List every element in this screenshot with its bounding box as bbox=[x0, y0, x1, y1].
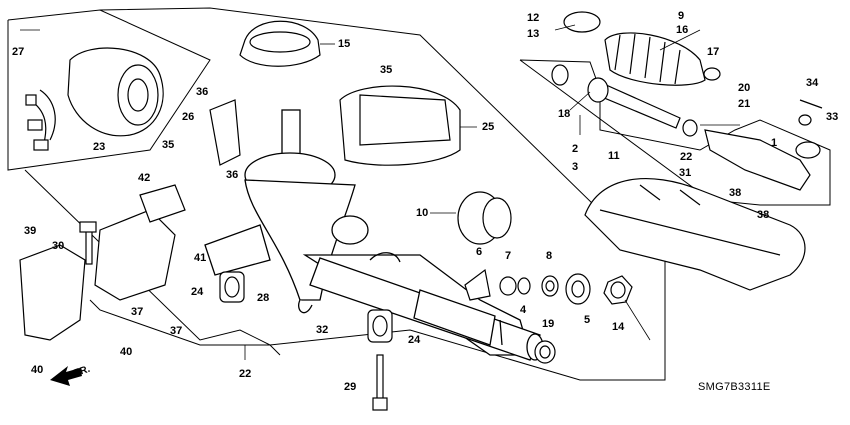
tie-rod-assembly bbox=[551, 11, 823, 191]
callout-33: 33 bbox=[826, 111, 839, 123]
callout-21: 21 bbox=[738, 98, 751, 110]
mount-brackets bbox=[19, 99, 241, 341]
callout-36a: 36 bbox=[196, 86, 209, 98]
callout-19: 19 bbox=[542, 318, 555, 330]
callout-28: 28 bbox=[257, 292, 270, 304]
callout-36b: 36 bbox=[226, 169, 239, 181]
callout-42: 42 bbox=[138, 172, 151, 184]
callout-35b: 35 bbox=[162, 139, 175, 151]
leader-lines bbox=[20, 24, 740, 360]
callout-14: 14 bbox=[612, 321, 625, 333]
callout-17: 17 bbox=[707, 46, 720, 58]
front-direction-arrow bbox=[50, 366, 82, 386]
callout-30: 30 bbox=[52, 240, 65, 252]
callout-24a: 24 bbox=[191, 286, 204, 298]
callout-29: 29 bbox=[344, 381, 357, 393]
callout-24b: 24 bbox=[408, 334, 421, 346]
callout-18: 18 bbox=[558, 108, 571, 120]
callout-39: 39 bbox=[24, 225, 37, 237]
callout-37b: 37 bbox=[170, 325, 183, 337]
callout-37a: 37 bbox=[131, 306, 144, 318]
callout-11: 11 bbox=[608, 150, 620, 162]
mount-bushings-24 bbox=[219, 271, 393, 343]
bolt-29 bbox=[372, 354, 388, 411]
heat-shield-11 bbox=[584, 177, 806, 291]
callout-15: 15 bbox=[338, 38, 351, 50]
dust-cover-15 bbox=[239, 20, 321, 67]
callout-22b: 22 bbox=[239, 368, 252, 380]
callout-32: 32 bbox=[316, 324, 329, 336]
callout-16: 16 bbox=[676, 24, 689, 36]
callout-38a: 38 bbox=[729, 187, 742, 199]
callout-8: 8 bbox=[546, 250, 553, 262]
cover-25 bbox=[339, 85, 461, 166]
callout-22a: 22 bbox=[680, 151, 693, 163]
callout-2: 2 bbox=[572, 143, 579, 155]
callout-10: 10 bbox=[416, 207, 429, 219]
callout-6: 6 bbox=[476, 246, 483, 258]
callout-4: 4 bbox=[520, 304, 527, 316]
callout-26: 26 bbox=[182, 111, 195, 123]
diagram-code: SMG7B3311E bbox=[698, 381, 771, 393]
callout-27: 27 bbox=[12, 46, 25, 58]
callout-25: 25 bbox=[482, 121, 495, 133]
eps-motor bbox=[25, 47, 164, 151]
callout-9: 9 bbox=[678, 10, 685, 22]
callout-1: 1 bbox=[771, 137, 778, 149]
callout-12: 12 bbox=[527, 12, 540, 24]
callout-20: 20 bbox=[738, 82, 751, 94]
callout-7: 7 bbox=[505, 250, 512, 262]
callout-34: 34 bbox=[806, 77, 819, 89]
callout-3: 3 bbox=[572, 161, 579, 173]
motor-group-frame bbox=[7, 9, 211, 171]
gearbox-group-frame bbox=[24, 7, 666, 381]
callout-38b: 38 bbox=[757, 209, 770, 221]
callout-23: 23 bbox=[93, 141, 106, 153]
callout-13: 13 bbox=[527, 28, 540, 40]
callout-35a: 35 bbox=[380, 64, 393, 76]
callout-40a: 40 bbox=[120, 346, 133, 358]
callout-41: 41 bbox=[194, 252, 207, 264]
bracket-group-frame bbox=[89, 299, 281, 356]
callout-5: 5 bbox=[584, 314, 591, 326]
callout-40b: 40 bbox=[31, 364, 44, 376]
callout-31: 31 bbox=[679, 167, 692, 179]
